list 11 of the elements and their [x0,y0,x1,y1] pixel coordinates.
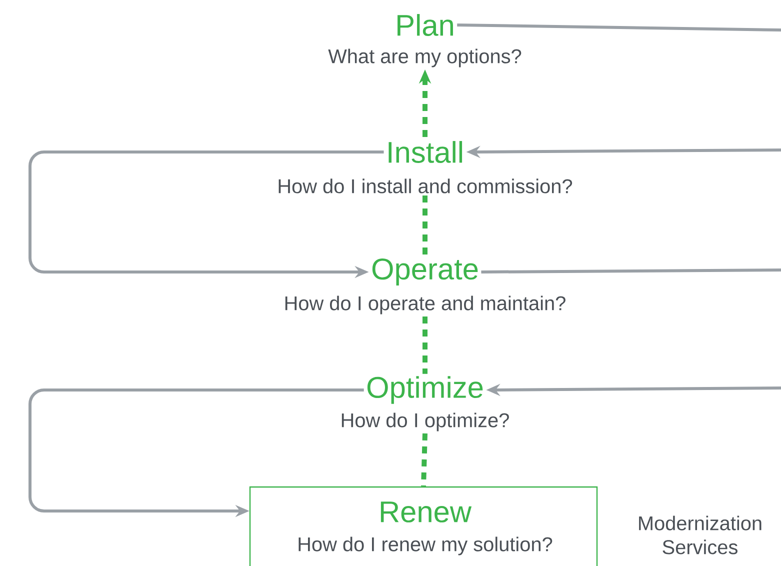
stage-heading: Install How do I install and commission? [278,141,572,194]
stage-heading: Optimize How do I optimize? [342,376,509,432]
connector-line [422,196,428,256]
connector-line [421,433,428,486]
renew-box: Renew How do I renew my solution? [249,486,598,566]
connector-line [422,316,428,374]
stage-heading: Plan What are my options? [328,14,522,68]
stage-heading: Operate How do I operate and maintain? [285,258,566,314]
connector-line [457,24,781,32]
note-text: Modernization Services [639,516,762,554]
connector-line [481,268,781,274]
